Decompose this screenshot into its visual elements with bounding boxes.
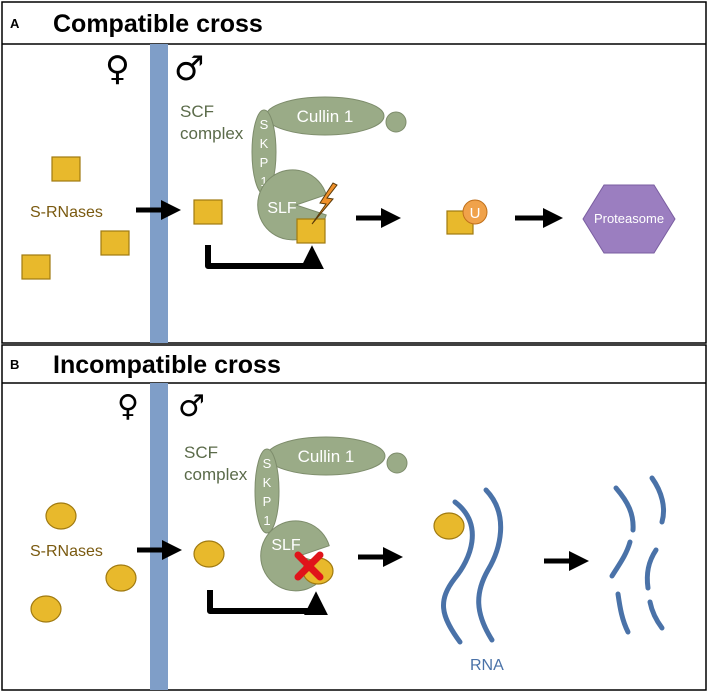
- rbx1-protein: [385, 111, 407, 133]
- proteasome-label: Proteasome: [594, 211, 664, 226]
- proteasome: [582, 184, 676, 254]
- ubiquitin-label: U: [470, 205, 481, 222]
- skp-letter-s: S: [260, 117, 269, 132]
- block-x-icon: [294, 551, 324, 581]
- slf-label: SLF: [271, 537, 301, 554]
- skp-letter-k: K: [263, 475, 272, 490]
- scf-label-line1: SCF: [180, 102, 214, 121]
- rbx1-protein: [386, 452, 408, 474]
- arrow-icon: [207, 590, 328, 616]
- cullin-1-label: Cullin 1: [297, 107, 354, 126]
- s-rnase-circle: [30, 595, 62, 623]
- active-s-rnase: [433, 512, 465, 540]
- cell-membrane: [150, 44, 168, 343]
- s-rnase-square: [51, 156, 81, 182]
- scf-label-line2: complex: [180, 124, 244, 143]
- panel-a: A Compatible cross ♀ ♂ SCF complex Culli…: [1, 1, 707, 344]
- scf-label-line2: complex: [184, 465, 248, 484]
- cell-membrane: [150, 383, 168, 690]
- skp-letter-1: 1: [260, 174, 267, 189]
- panel-a-title: Compatible cross: [53, 10, 263, 38]
- rna-strand: [476, 487, 504, 643]
- rna-label: RNA: [470, 657, 504, 674]
- male-symbol: ♂: [174, 49, 204, 89]
- panel-a-frame: [1, 1, 707, 344]
- ubiquitin-tag: [462, 199, 488, 225]
- skp-letter-s: S: [263, 456, 272, 471]
- s-rnase-square: [21, 254, 51, 280]
- panel-b: B Incompatible cross ♀ ♂ SCF complex Cul…: [1, 344, 707, 691]
- female-symbol: ♀: [117, 389, 139, 424]
- s-rnases-label: S-RNases: [30, 543, 103, 560]
- s-rnase-circle: [45, 502, 77, 530]
- panel-b-letter: B: [10, 357, 19, 372]
- s-rnase-circle: [105, 564, 137, 592]
- rna-strand: [441, 499, 475, 645]
- s-rnase-square: [100, 230, 130, 256]
- scf-label-line1: SCF: [184, 443, 218, 462]
- panel-b-frame: [1, 344, 707, 691]
- s-rnases-label: S-RNases: [30, 204, 103, 221]
- skp-letter-1: 1: [263, 513, 270, 528]
- skp-letter-p: P: [263, 494, 272, 509]
- lightning-icon: [311, 182, 338, 225]
- bound-s-rnase: [296, 218, 326, 244]
- arrow-icon: [205, 245, 324, 270]
- skp-letter-p: P: [260, 155, 269, 170]
- female-symbol: ♀: [105, 49, 130, 89]
- skp-letter-k: K: [260, 136, 269, 151]
- panel-a-letter: A: [10, 16, 20, 31]
- imported-s-rnase: [193, 540, 225, 568]
- male-symbol: ♂: [178, 389, 205, 424]
- skp1-protein: [254, 448, 280, 534]
- panel-b-title: Incompatible cross: [53, 351, 281, 379]
- imported-s-rnase: [193, 199, 223, 225]
- slf-label: SLF: [267, 200, 297, 217]
- cullin-1-label: Cullin 1: [298, 447, 355, 466]
- degraded-rna: [609, 475, 667, 635]
